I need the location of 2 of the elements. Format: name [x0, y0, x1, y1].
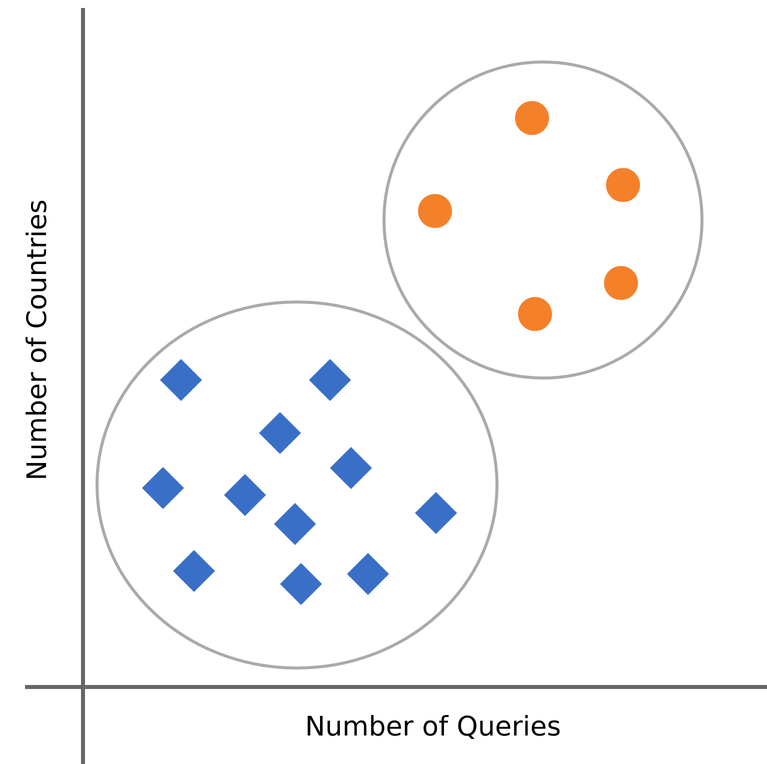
axis-label: Number of Queries — [308, 715, 560, 739]
axis-label: Number of Countries — [26, 200, 46, 478]
